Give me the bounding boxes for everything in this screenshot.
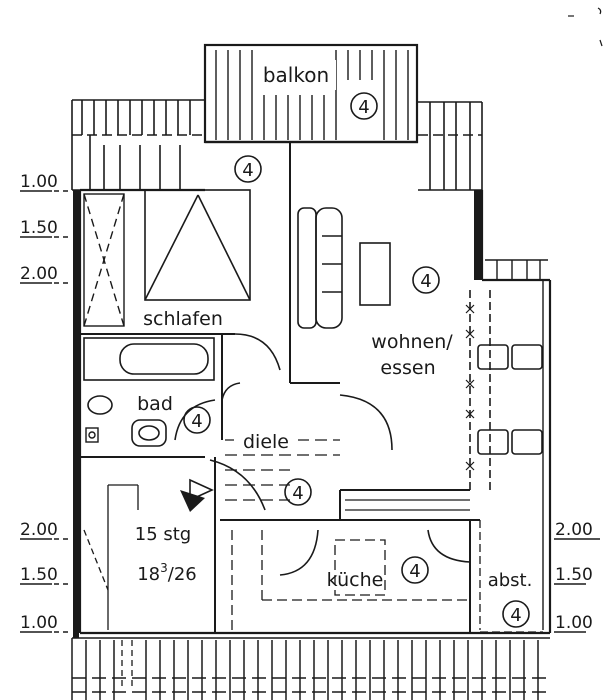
stairs-arrow <box>180 478 214 512</box>
bed <box>144 189 251 301</box>
stairs-ratio: 183/26 <box>137 561 197 585</box>
scan-marks <box>568 7 603 47</box>
interior-walls <box>80 142 480 633</box>
storage-label: abst. <box>488 570 533 591</box>
living-dining: 4 wohnen/ essen <box>297 207 543 511</box>
living-label-line1: wohnen/ <box>371 331 453 353</box>
bedroom-label: schlafen <box>143 308 223 330</box>
outer-walls <box>78 140 552 635</box>
wall-right-dark <box>474 190 481 280</box>
roof-tiles-top-left <box>71 99 205 191</box>
dimensions-left: 1.00 1.50 2.00 2.00 1.50 1.00 <box>20 172 72 633</box>
kitchen-mark: 4 <box>409 561 420 582</box>
roof-tiles-top-right <box>418 101 483 191</box>
hall-mark: 4 <box>292 483 303 504</box>
bath-mark: 4 <box>191 411 202 432</box>
living-mark: 4 <box>420 271 431 292</box>
kitchen: küche 4 <box>231 529 471 632</box>
roof-tiles-bottom <box>71 637 550 700</box>
dimensions-right: 2.00 1.50 1.00 <box>554 520 600 633</box>
coffee-table <box>359 242 391 306</box>
storage: abst. 4 <box>479 520 543 633</box>
dining-set <box>469 290 543 490</box>
living-label-line2: essen <box>380 357 435 379</box>
dim-right-3: 1.00 <box>555 613 593 633</box>
hall: diele 4 <box>209 382 393 511</box>
wardrobe <box>83 193 125 327</box>
window-bench <box>345 499 470 511</box>
sofa <box>297 207 343 329</box>
dim-left-2: 1.50 <box>20 218 58 238</box>
balcony: balkon 4 <box>203 43 419 144</box>
dim-left-6: 1.00 <box>20 613 58 633</box>
balcony-label: balkon <box>263 63 329 87</box>
wall-left-dark <box>73 190 79 638</box>
bathtub <box>83 337 215 381</box>
dim-left-5: 1.50 <box>20 565 58 585</box>
dim-right-2: 1.50 <box>555 565 593 585</box>
bedroom: 4 schlafen <box>83 155 281 371</box>
stairs-ratio-sup: 3 <box>160 561 168 575</box>
stairs: 15 stg 183/26 <box>83 478 214 690</box>
bath-label: bad <box>137 393 173 415</box>
hall-label: diele <box>243 431 289 453</box>
balcony-mark: 4 <box>358 97 369 118</box>
dim-right-1: 2.00 <box>555 520 593 540</box>
dim-left-3: 2.00 <box>20 264 58 284</box>
stairs-ratio-a: 18 <box>137 564 160 585</box>
dim-left-1: 1.00 <box>20 172 58 192</box>
kitchen-label: küche <box>327 569 384 591</box>
sink <box>131 419 167 447</box>
window-crosses <box>465 304 475 471</box>
stairs-steps: 15 stg <box>135 524 192 545</box>
bath: bad 4 <box>83 337 216 447</box>
bath-socket <box>85 427 99 443</box>
bedroom-mark: 4 <box>242 160 253 181</box>
dim-left-4: 2.00 <box>20 520 58 540</box>
right-window-strip <box>485 259 548 630</box>
toilet <box>87 395 113 415</box>
stairs-ratio-b: /26 <box>168 564 197 585</box>
storage-mark: 4 <box>510 605 521 626</box>
